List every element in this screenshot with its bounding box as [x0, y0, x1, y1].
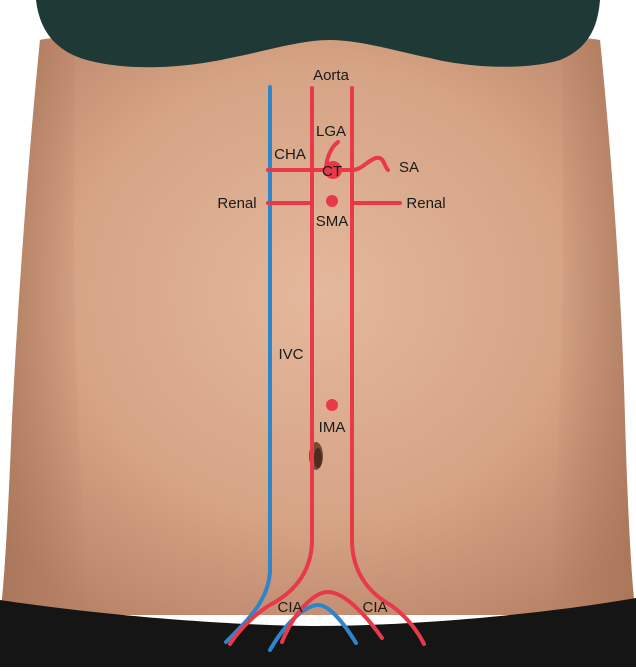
- cha-label: CHA: [274, 146, 306, 163]
- sma-label: SMA: [316, 213, 349, 230]
- cia-right-label: CIA: [362, 599, 387, 616]
- ima-label: IMA: [319, 419, 346, 436]
- torso-skin: [0, 33, 636, 616]
- lga-label: LGA: [316, 123, 346, 140]
- ivc-label: IVC: [278, 346, 303, 363]
- cia-left-label: CIA: [277, 599, 302, 616]
- renal-right-label: Renal: [406, 195, 445, 212]
- sma-dot: [326, 195, 338, 207]
- navel-shadow: [314, 448, 322, 468]
- sa-label: SA: [399, 159, 419, 176]
- aorta-label: Aorta: [313, 67, 350, 84]
- ima-dot: [326, 399, 338, 411]
- renal-left-label: Renal: [217, 195, 256, 212]
- ct-label: CT: [322, 163, 342, 180]
